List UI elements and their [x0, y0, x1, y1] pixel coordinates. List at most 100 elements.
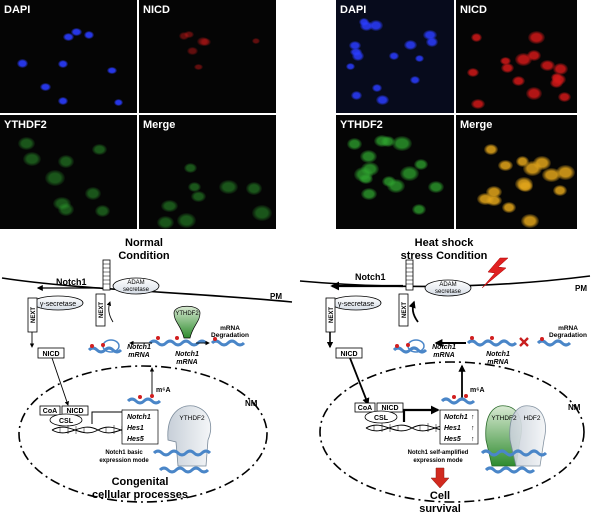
fluorescent-cell [194, 63, 203, 71]
fluorescent-cell [157, 216, 174, 229]
fluorescent-cell [527, 50, 542, 62]
fluorescent-cell [57, 155, 75, 168]
fluorescent-cell [525, 86, 543, 100]
fluorescent-cell [470, 33, 482, 42]
nicd-label: NICD [42, 351, 59, 358]
nicd-label: NICD [381, 405, 398, 412]
fluorescent-cell [466, 67, 480, 78]
ythdf2-label: YTHDF2 [175, 311, 199, 317]
fluorescent-cell [245, 182, 263, 196]
mrna-degradation-label: mRNA [220, 325, 240, 332]
fluorescent-cell [368, 20, 383, 31]
pm-label: PM [270, 292, 282, 301]
adam-label: secretase [123, 287, 150, 293]
fluorescent-cell [40, 82, 51, 92]
fluorescent-cell [375, 95, 389, 106]
next-box-left [325, 297, 336, 333]
notch1-mrna-label: Notch1 [486, 351, 510, 358]
adam-label: ADAM [439, 282, 456, 288]
fluorescent-cell [345, 62, 356, 70]
notch-receptor [405, 259, 414, 291]
mrna-degradation-label: Degradation [549, 332, 587, 339]
notch1-mrna-label: mRNA [128, 352, 149, 359]
gene-box [439, 409, 479, 445]
outcome-label: Cell [430, 490, 450, 502]
coa-box [39, 405, 61, 416]
nicd-cytoplasm [335, 347, 363, 359]
adam-secretase [112, 277, 160, 295]
nicd-nucleus [61, 405, 89, 416]
next-label: NEXT [99, 302, 105, 318]
normal-title-line1: Normal [125, 237, 163, 249]
next-box-right [398, 293, 409, 327]
fluorescent-cell [412, 204, 427, 216]
survival-arrow-icon [430, 467, 450, 489]
mrna-degradation-label: mRNA [558, 325, 578, 332]
fluorescent-cell [425, 37, 439, 47]
fluorescent-cell [353, 167, 373, 182]
nicd-cytoplasm [37, 347, 65, 359]
plasma-membrane [299, 275, 591, 288]
fluorescent-cell [187, 182, 201, 193]
fluorescent-cell [91, 144, 107, 156]
fluorescent-cell [44, 169, 66, 186]
ythdf2-label: YTHDF2 [491, 415, 517, 422]
nuclear-membrane [18, 365, 268, 503]
m6a-label: m⁶A [156, 387, 171, 394]
fluorescent-cell [186, 47, 198, 56]
fluorescent-cell [404, 40, 417, 51]
fluorescent-cell [380, 135, 396, 147]
fluorescent-cell [527, 30, 545, 44]
fluorescent-cell [58, 97, 68, 105]
fluorescent-cell [501, 202, 516, 213]
ythdf2-nucleus [167, 405, 211, 467]
gene-hes1-label: Hes1 [127, 425, 144, 432]
dna-helix [51, 426, 145, 434]
fluorescent-cell [549, 77, 563, 89]
outcome-label: Congenital [112, 476, 169, 488]
normal-condition: Normal Condition PM Notch1 ADAM secretas… [1, 237, 293, 503]
nicd-label: NICD [340, 351, 357, 358]
coa-label: CoA [43, 408, 57, 415]
fluorescent-cell [471, 98, 485, 109]
fluorescent-cell [499, 56, 511, 65]
nm-label: NM [568, 403, 581, 412]
fluorescent-cell [415, 55, 425, 63]
nm-label: NM [245, 399, 258, 408]
fluorescent-cell [18, 137, 35, 150]
panel-label: YTHDF2 [4, 119, 47, 131]
fluorescent-cell [516, 156, 530, 167]
fluorescent-cell [16, 59, 29, 69]
fluorescent-cell [197, 37, 209, 47]
panel-label: NICD [460, 4, 487, 16]
ythdf2-label: HDF2 [524, 415, 541, 422]
gamma-label: γ-secretase [338, 301, 374, 308]
fluorescent-cell [83, 31, 94, 39]
gene-hes5-label: Hes5 [444, 436, 461, 443]
fluorescent-cell [348, 41, 361, 51]
fluorescent-cell [428, 180, 444, 193]
heat-title-line2: stress Condition [401, 250, 488, 262]
panel-label: DAPI [4, 4, 31, 16]
degradation-blocked-icon [519, 337, 529, 347]
gene-hes1-label: Hes1 [444, 425, 461, 432]
mrna-strand [87, 339, 246, 354]
notch1-label: Notch1 [56, 277, 87, 287]
ythdf2-label: YTHDF2 [179, 415, 205, 422]
fluorescent-cell [183, 163, 197, 174]
heat-title-line1: Heat shock [415, 237, 475, 249]
fluorescent-cell [63, 32, 75, 42]
fluorescent-cell [552, 63, 569, 76]
nicd-label: NICD [66, 408, 83, 415]
micrograph-normal-merge: Merge [139, 115, 276, 229]
mode-label: Notch1 basic [105, 450, 143, 456]
fluorescent-cell [361, 188, 377, 201]
next-label: NEXT [31, 307, 37, 323]
gamma-secretase [32, 295, 84, 311]
csl-label: CSL [374, 415, 389, 422]
fluorescent-cell [359, 21, 374, 32]
next-box-left [27, 297, 38, 333]
nuclear-membrane [319, 361, 585, 503]
micrograph-heat-merge: Merge [456, 115, 577, 229]
micrograph-heat-dapi: DAPI [336, 0, 454, 113]
